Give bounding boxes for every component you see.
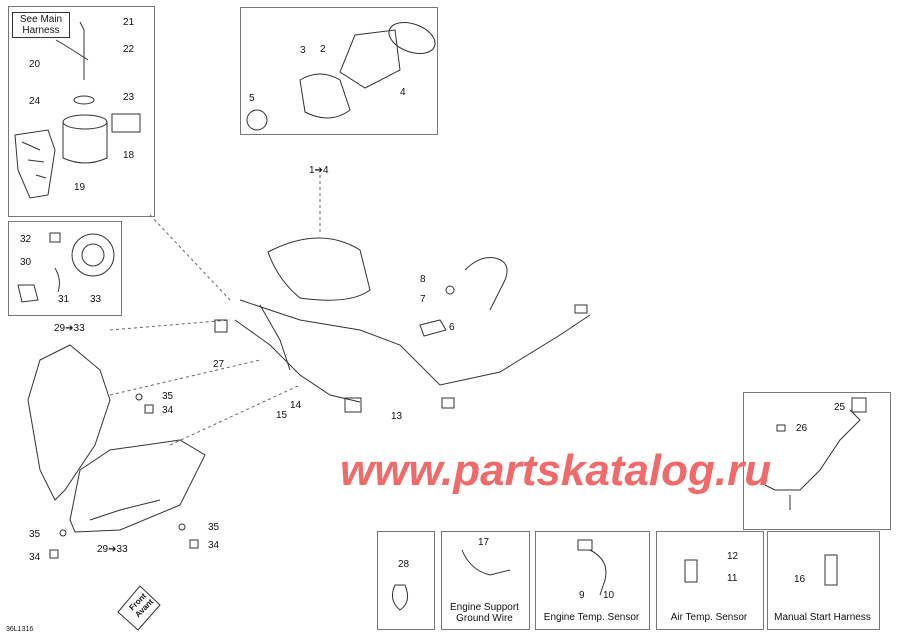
part-label-31: 31 — [58, 294, 70, 305]
part-label-1-to-4: 1➔4 — [309, 165, 329, 176]
watermark: www.partskatalog.ru — [340, 446, 772, 495]
part-label-3: 3 — [300, 45, 306, 56]
part-label-24: 24 — [29, 96, 41, 107]
gauge-group-box — [240, 7, 438, 135]
part-label-34-c: 34 — [208, 540, 220, 551]
fuel-tank-group-box — [8, 6, 155, 217]
part-label-25: 25 — [834, 402, 846, 413]
part-label-34-b: 34 — [29, 552, 41, 563]
part-label-20: 20 — [29, 59, 41, 70]
part-label-26: 26 — [796, 423, 808, 434]
manual-start-harness-box — [743, 392, 891, 530]
caption-air-temp-sensor: Air Temp. Sensor — [670, 612, 748, 623]
part-label-35-c: 35 — [208, 522, 220, 533]
part-label-9: 9 — [579, 590, 585, 601]
part-label-13: 13 — [391, 411, 403, 422]
part-label-5: 5 — [249, 93, 255, 104]
inset-manual-start-box — [767, 531, 880, 630]
part-label-7: 7 — [420, 294, 426, 305]
see-main-harness-callout: See Main Harness — [12, 12, 70, 38]
part-label-35-b: 35 — [29, 529, 41, 540]
part-label-34-a: 34 — [162, 405, 174, 416]
part-label-29-to-33-bottom: 29➔33 — [97, 544, 128, 555]
inset-28-box — [377, 531, 435, 630]
headlight-bulb-group-box — [8, 221, 122, 316]
part-label-18: 18 — [123, 150, 135, 161]
part-label-32: 32 — [20, 234, 32, 245]
inset-engine-temp-box — [535, 531, 650, 630]
part-label-6: 6 — [449, 322, 455, 333]
part-label-33: 33 — [90, 294, 102, 305]
part-label-8: 8 — [420, 274, 426, 285]
part-label-12: 12 — [727, 551, 739, 562]
caption-engine-support-ground-wire: Engine Support Ground Wire — [450, 602, 519, 624]
inset-air-temp-box — [656, 531, 764, 630]
part-label-14: 14 — [290, 400, 302, 411]
part-label-28: 28 — [398, 559, 410, 570]
caption-engine-temp-sensor: Engine Temp. Sensor — [543, 612, 640, 623]
part-label-2: 2 — [320, 44, 326, 55]
part-label-17: 17 — [478, 537, 490, 548]
part-label-29-to-33-top: 29➔33 — [54, 323, 85, 334]
part-label-22: 22 — [123, 44, 135, 55]
part-label-35-a: 35 — [162, 391, 174, 402]
inset-engine-support-box — [441, 531, 530, 630]
part-label-16: 16 — [794, 574, 806, 585]
part-label-11: 11 — [727, 573, 738, 584]
part-label-4: 4 — [400, 87, 406, 98]
part-label-10: 10 — [603, 590, 615, 601]
part-label-21: 21 — [123, 17, 135, 28]
part-label-15: 15 — [276, 410, 288, 421]
part-label-23: 23 — [123, 92, 135, 103]
part-label-30: 30 — [20, 257, 32, 268]
image-code: 36L1316 — [6, 626, 34, 633]
caption-manual-start-harness: Manual Start Harness — [774, 612, 871, 623]
part-label-27: 27 — [213, 359, 225, 370]
part-label-19: 19 — [74, 182, 86, 193]
